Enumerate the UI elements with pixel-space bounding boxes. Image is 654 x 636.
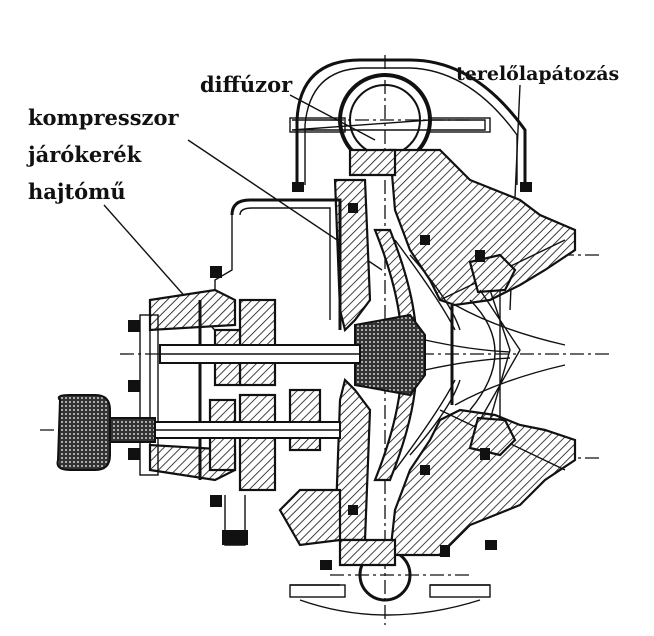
volute-top [289,58,532,192]
label-hajtomu: hajtómű [28,179,126,204]
label-jarokerek: járókerék [26,142,142,167]
volute-bottom [289,548,491,616]
gears [208,298,322,492]
casing-right [388,148,577,557]
shafts [149,344,361,439]
casing-inner [333,148,397,567]
impeller [354,228,511,482]
label-kompresszor: kompresszor [28,105,179,130]
label-terelolapatozas: terelőlapátozás [456,63,619,85]
inlet-guide-vanes [468,250,521,460]
bolts [128,203,497,570]
coupling-hub [56,394,156,471]
label-diffuzor: diffúzor [200,72,293,97]
